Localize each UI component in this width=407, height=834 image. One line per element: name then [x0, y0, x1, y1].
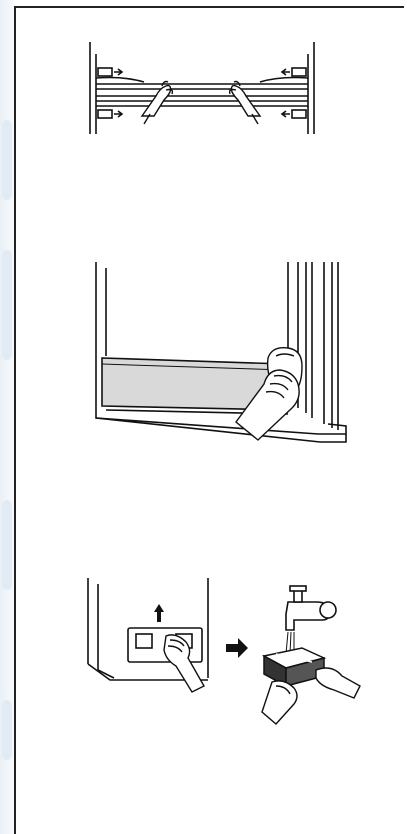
seal-cleaning-illustration — [88, 258, 350, 454]
watermark-fragment — [2, 250, 12, 360]
hand-icon — [230, 82, 260, 125]
hand-icon — [164, 635, 204, 692]
shelf-rail-illustration — [84, 40, 324, 136]
arrow-up-icon — [154, 604, 164, 622]
hand-icon — [142, 82, 172, 125]
page-side-tint — [0, 0, 14, 834]
watermark-fragment — [2, 120, 12, 200]
watermark-fragment — [2, 500, 12, 590]
arrow-right-icon — [226, 638, 248, 658]
faucet-icon — [286, 586, 336, 630]
watermark-fragment — [2, 700, 12, 760]
tray-rinse-illustration — [80, 574, 360, 724]
